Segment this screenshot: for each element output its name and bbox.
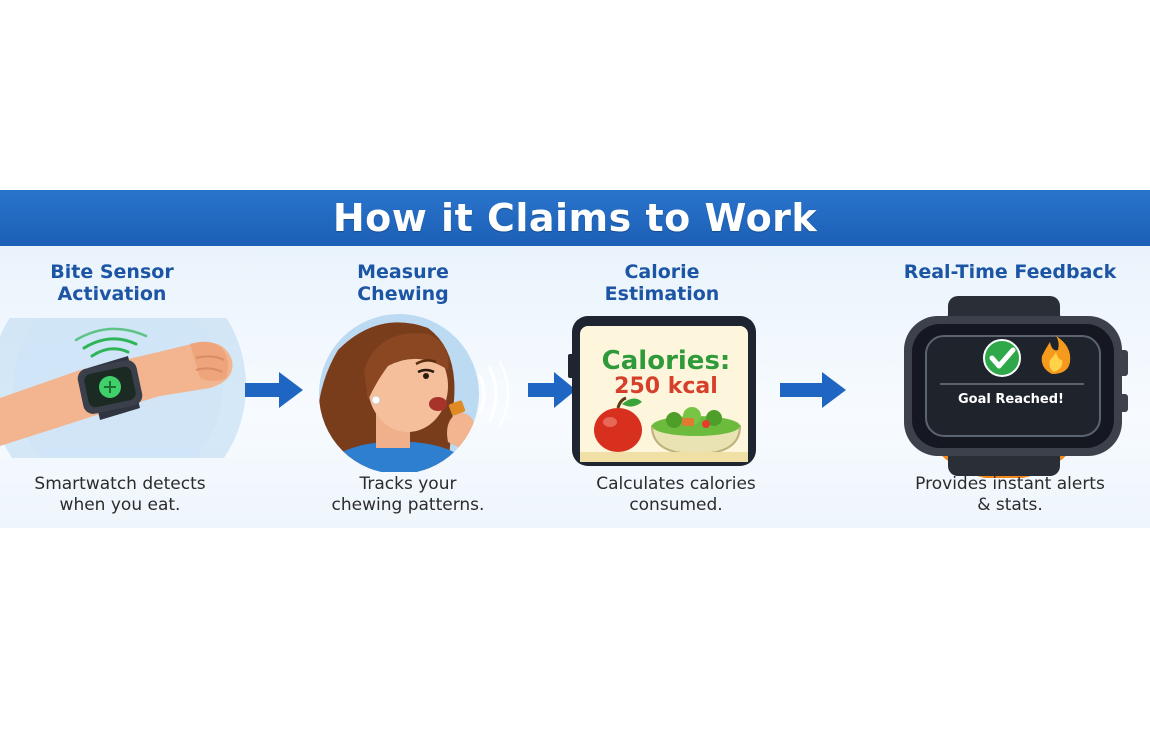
step-2-title: Measure Chewing [303, 261, 503, 305]
flame-icon [1041, 336, 1071, 374]
smartphone-icon [568, 316, 756, 466]
step-3-title-line1: Calorie [624, 261, 700, 283]
step-3-title: Calorie Estimation [562, 261, 762, 305]
salad-bowl-icon [650, 407, 742, 456]
step-3-desc-line2: consumed. [629, 495, 723, 515]
step-1-title-line2: Activation [57, 283, 167, 305]
smartwatch-feedback-icon [904, 296, 1128, 478]
step-1-desc-line1: Smartwatch detects [34, 474, 206, 494]
arrow-right-icon [528, 372, 576, 408]
smartwatch-on-wrist-icon [0, 318, 246, 458]
step-4-title: Real-Time Feedback [870, 261, 1150, 283]
woman-chewing-icon [319, 314, 510, 472]
step-4-desc-line2: & stats. [977, 495, 1043, 515]
calorie-value: 250 kcal [614, 374, 718, 399]
step-1-desc-line2: when you eat. [59, 495, 181, 515]
step-3-title-line2: Estimation [604, 283, 720, 305]
step-2-title-line2: Chewing [357, 283, 449, 305]
page-title: How it Claims to Work [332, 196, 818, 240]
step-1-title: Bite Sensor Activation [12, 261, 212, 305]
step-4-title-line1: Real-Time Feedback [903, 261, 1117, 283]
step-1-description: Smartwatch detects when you eat. [0, 474, 240, 516]
step-1-title-line1: Bite Sensor [50, 261, 174, 283]
apple-icon [594, 396, 642, 452]
calorie-label: Calories: [601, 346, 731, 376]
step-3-description: Calculates calories consumed. [556, 474, 796, 516]
step-2-description: Tracks your chewing patterns. [288, 474, 528, 516]
step-4-description: Provides instant alerts & stats. [870, 474, 1150, 516]
step-4-desc-line1: Provides instant alerts [915, 474, 1105, 494]
checkmark-icon [983, 339, 1021, 377]
arrow-right-icon [780, 372, 846, 408]
step-3-desc-line1: Calculates calories [596, 474, 756, 494]
goal-message: Goal Reached! [958, 392, 1064, 407]
step-2-desc-line2: chewing patterns. [331, 495, 485, 515]
title-banner: How it Claims to Work [0, 190, 1150, 246]
step-2-title-line1: Measure [357, 261, 449, 283]
arrow-right-icon [245, 372, 303, 408]
step-2-desc-line1: Tracks your [359, 474, 457, 494]
